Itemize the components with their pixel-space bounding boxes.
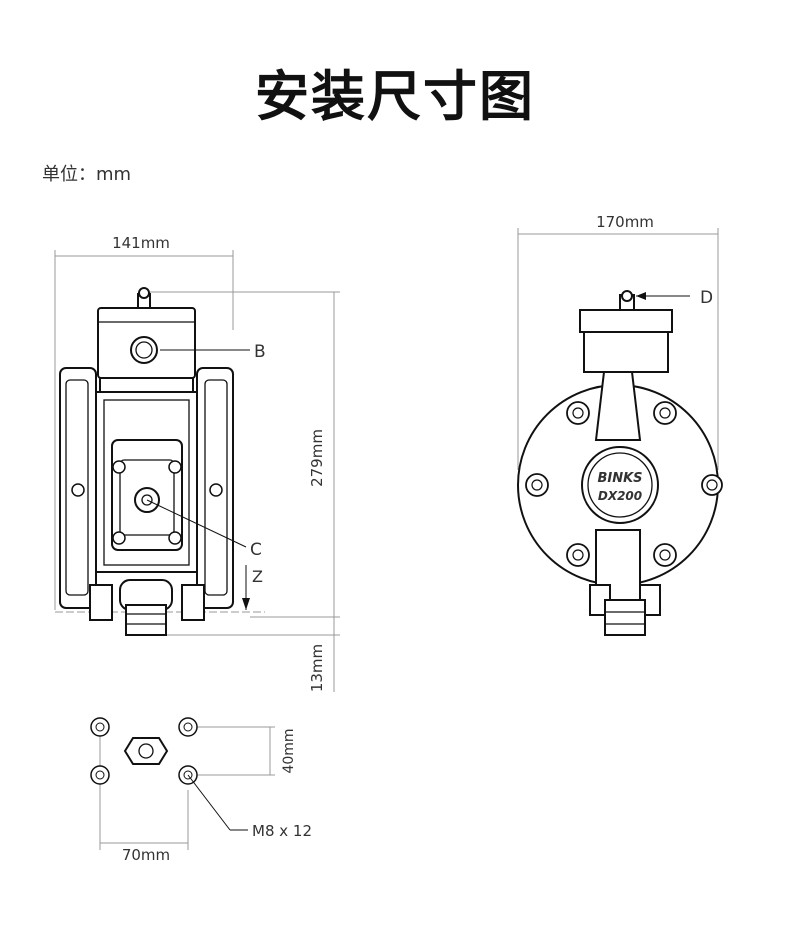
side-view: 170mm D BINKS DX200 [517, 213, 723, 636]
callout-c: C [250, 540, 262, 560]
front-view: 141mm 279mm 13mm Z [54, 234, 340, 692]
side-width-label: 170mm [596, 213, 654, 231]
unit-label: 单位：mm [42, 164, 132, 185]
page-title: 安装尺寸图 [255, 65, 535, 128]
front-height-dimension: 279mm [150, 291, 340, 618]
footprint-view: 70mm 40mm M8 x 12 [90, 717, 312, 864]
base-height-label: 13mm [308, 644, 326, 692]
front-height-label: 279mm [308, 429, 326, 487]
footprint-width-label: 70mm [122, 846, 170, 864]
callout-z: Z [252, 567, 263, 586]
logo-line2: DX200 [598, 489, 642, 503]
bolt-label: M8 x 12 [252, 822, 312, 840]
front-width-label: 141mm [112, 234, 170, 252]
callout-d: D [700, 288, 713, 308]
base-dimension: 13mm [160, 617, 340, 692]
footprint-depth-label: 40mm [281, 728, 297, 773]
front-width-dimension: 141mm [54, 234, 234, 610]
callout-b: B [254, 342, 266, 362]
logo-line1: BINKS [597, 471, 642, 486]
